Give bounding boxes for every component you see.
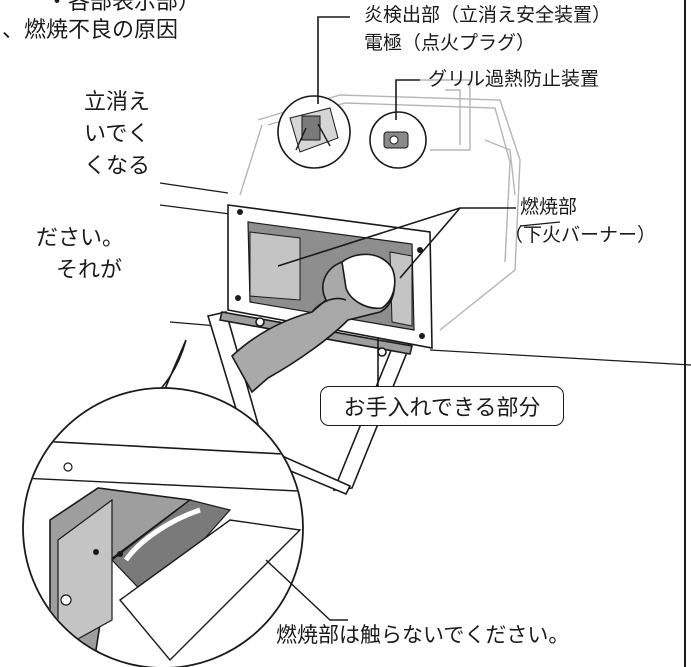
left-text-line-5: ださい。 — [36, 226, 125, 251]
left-text-line-4: くなる — [84, 154, 151, 179]
label-grill-overheat: グリル過熱防止装置 — [428, 68, 600, 90]
zoom-bubble — [22, 339, 348, 667]
left-text-line-3: いでく — [84, 122, 150, 147]
label-do-not-touch: 燃焼部は触らないでください。 — [276, 623, 570, 647]
left-text-line-2: 立消え — [84, 90, 151, 115]
left-text-line-1: 、燃焼不良の原因 — [2, 18, 179, 43]
page-edge-line — [684, 0, 686, 667]
label-burner: 燃焼部 — [520, 196, 578, 218]
label-burner-sub: （下火バーナー） — [504, 224, 657, 246]
left-text-line-6: それが — [56, 258, 123, 283]
cleanable-part-callout: お手入れできる部分 — [320, 386, 564, 426]
label-flame-detector: 炎検出部（立消え安全装置） — [364, 4, 612, 26]
left-text-line-0: ・各部表示部） — [46, 0, 201, 15]
gloved-hand-with-cloth — [230, 253, 396, 394]
label-electrode: 電極（点火プラグ） — [364, 32, 536, 54]
flame-detector-detail — [277, 95, 351, 169]
cleanable-part-label: お手入れできる部分 — [343, 396, 541, 421]
grill-overheat-detail — [369, 111, 427, 169]
callout-leaders — [277, 16, 516, 386]
